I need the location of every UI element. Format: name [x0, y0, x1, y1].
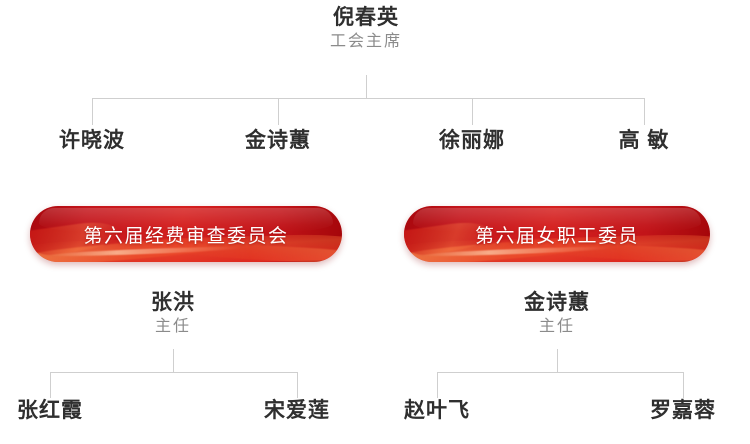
- org-node-level2-3[interactable]: 徐丽娜: [439, 129, 505, 153]
- connector-committee2-drop-1: [437, 372, 438, 398]
- org-node-committee2-chair-title: 主任: [538, 317, 575, 335]
- org-node-level2-4-name: 高 敏: [618, 129, 670, 152]
- org-node-committee1-member-1-name: 张红霞: [17, 399, 83, 422]
- connector-level2-drop-4: [644, 98, 645, 125]
- org-node-committee2-chair-name: 金诗蕙: [524, 291, 590, 314]
- org-node-committee1-member-2[interactable]: 宋爱莲: [264, 399, 330, 423]
- org-node-root-title: 工会主席: [329, 32, 403, 50]
- org-node-level2-1-name: 许晓波: [59, 129, 125, 152]
- connector-level2-drop-1: [92, 98, 93, 125]
- connector-committee1-stem: [173, 349, 174, 372]
- org-node-committee2-member-1-name: 赵叶飞: [404, 399, 470, 422]
- org-node-committee1-chair[interactable]: 张洪 主任: [151, 291, 195, 335]
- committee-button-2[interactable]: 第六届女职工委员: [404, 206, 710, 262]
- connector-committee2-drop-2: [683, 372, 684, 398]
- committee-button-1-label: 第六届经费审查委员会: [83, 225, 289, 247]
- org-node-committee2-member-1[interactable]: 赵叶飞: [404, 399, 470, 423]
- org-node-committee1-chair-title: 主任: [154, 317, 191, 335]
- org-node-level2-2[interactable]: 金诗蕙: [245, 129, 311, 153]
- connector-root-stem: [366, 75, 367, 98]
- connector-level2-bus: [92, 98, 644, 99]
- connector-committee2-bus: [437, 372, 683, 373]
- org-node-root[interactable]: 倪春英 工会主席: [330, 6, 402, 50]
- org-node-level2-1[interactable]: 许晓波: [59, 129, 125, 153]
- connector-committee2-stem: [557, 349, 558, 372]
- org-node-level2-2-name: 金诗蕙: [245, 129, 311, 152]
- connector-level2-drop-2: [278, 98, 279, 125]
- org-node-committee1-member-1[interactable]: 张红霞: [17, 399, 83, 423]
- connector-committee1-drop-1: [50, 372, 51, 398]
- connector-committee1-bus: [50, 372, 297, 373]
- org-node-committee2-chair[interactable]: 金诗蕙 主任: [524, 291, 590, 335]
- org-node-committee2-member-2[interactable]: 罗嘉蓉: [650, 399, 716, 423]
- committee-button-1[interactable]: 第六届经费审查委员会: [30, 206, 342, 262]
- org-node-committee1-member-2-name: 宋爱莲: [264, 399, 330, 422]
- org-node-committee1-chair-name: 张洪: [151, 291, 195, 314]
- org-node-root-name: 倪春英: [332, 6, 399, 29]
- committee-button-2-label: 第六届女职工委员: [474, 225, 639, 247]
- connector-level2-drop-3: [472, 98, 473, 125]
- connector-committee1-drop-2: [297, 372, 298, 398]
- org-node-level2-4[interactable]: 高 敏: [619, 129, 670, 153]
- org-node-level2-3-name: 徐丽娜: [439, 129, 505, 152]
- org-node-committee2-member-2-name: 罗嘉蓉: [650, 399, 716, 422]
